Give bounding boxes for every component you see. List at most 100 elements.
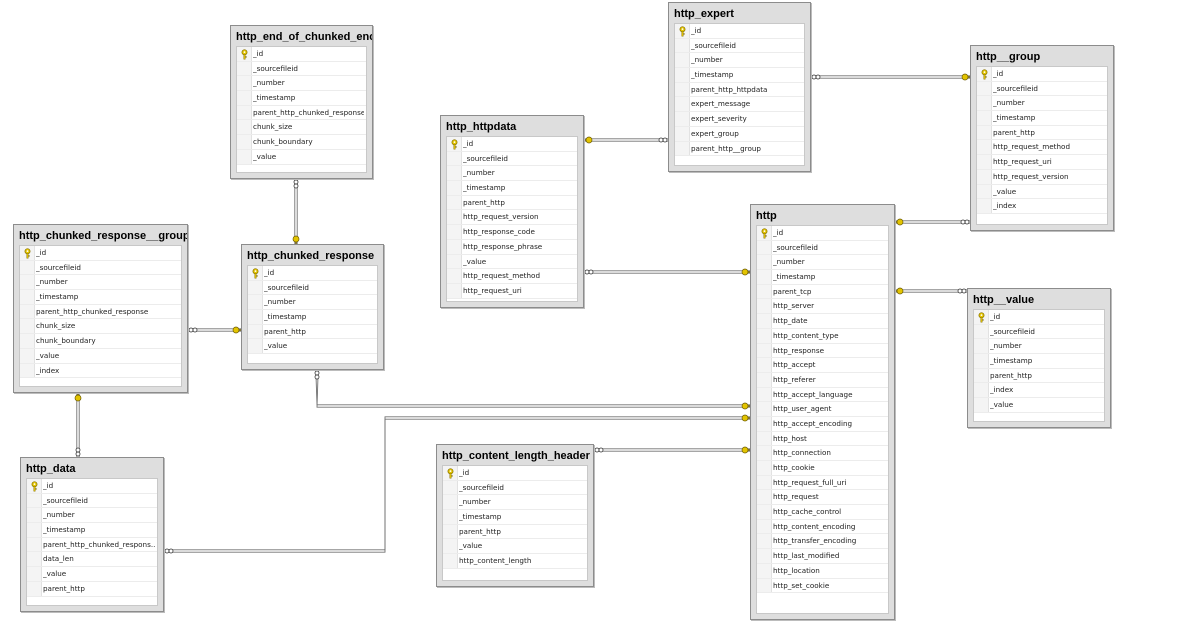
column-row[interactable]: _sourcefileid [443,480,587,496]
column-row[interactable]: _number [20,275,181,291]
column-row[interactable]: _timestamp [974,354,1104,369]
table-title[interactable]: http_httpdata [446,121,517,133]
column-row[interactable]: parent_http_chunked_respons... [27,537,157,553]
column-row[interactable]: chunk_size [237,120,366,136]
column-row[interactable]: parent_http_chunked_response [20,304,181,320]
column-row[interactable]: parent_tcp [757,284,888,300]
relationship-link[interactable] [188,326,241,334]
table-http-end-of-chunked-encoding[interactable]: http_end_of_chunked_enco_id_sourcefileid… [230,25,373,179]
table-http--group[interactable]: http__group _id_sourcefileid_number_times… [970,45,1114,231]
table-title[interactable]: http [756,210,777,222]
column-row[interactable]: _number [977,96,1107,112]
table-title[interactable]: http_end_of_chunked_enco [236,31,372,43]
table-http-chunked-response--group[interactable]: http_chunked_response__group _id_sourcefi… [13,224,188,393]
column-row[interactable]: _id [248,266,377,281]
column-row[interactable]: _number [675,53,804,69]
column-row[interactable]: http_referer [757,372,888,388]
column-row[interactable]: http_set_cookie [757,578,888,594]
column-row[interactable]: _id [977,67,1107,82]
column-row[interactable]: parent_http__group [675,141,804,157]
relationship-link[interactable] [594,446,750,454]
column-row[interactable]: _timestamp [757,270,888,285]
table-http-data[interactable]: http_data _id_sourcefileid_number_timesta… [20,457,164,612]
column-row[interactable]: http_transfer_encoding [757,534,888,550]
column-row[interactable]: _timestamp [248,310,377,325]
column-row[interactable]: _id [443,466,587,481]
column-row[interactable]: _sourcefileid [20,260,181,276]
column-row[interactable]: parent_http [443,524,587,540]
relationship-link[interactable] [74,393,82,457]
column-row[interactable]: http_request_method [447,269,577,284]
column-row[interactable]: http_cookie [757,461,888,476]
column-row[interactable]: parent_http [974,368,1104,384]
column-row[interactable]: _id [20,246,181,261]
column-row[interactable]: _index [977,199,1107,214]
column-row[interactable]: _value [447,254,577,270]
column-row[interactable]: http_location [757,563,888,579]
column-row[interactable]: http_response [757,343,888,359]
column-row[interactable]: _timestamp [447,181,577,196]
column-row[interactable]: _value [27,567,157,582]
column-row[interactable]: _number [447,166,577,182]
relationship-link[interactable] [314,369,750,410]
column-row[interactable]: _id [757,226,888,241]
column-row[interactable]: _value [237,149,366,165]
column-row[interactable]: _value [977,184,1107,200]
column-row[interactable]: _value [20,348,181,364]
column-row[interactable]: http_content_encoding [757,519,888,535]
table-http-expert[interactable]: http_expert_id_sourcefileid_number_times… [668,2,811,172]
relationship-link[interactable] [584,268,750,276]
column-row[interactable]: _timestamp [27,523,157,538]
column-row[interactable]: _id [27,479,157,494]
column-row[interactable]: _sourcefileid [237,61,366,77]
column-row[interactable]: http_request_uri [447,283,577,299]
column-row[interactable]: http_cache_control [757,505,888,520]
column-row[interactable]: http_accept_language [757,387,888,403]
column-row[interactable]: http_host [757,431,888,447]
column-row[interactable]: parent_http [447,195,577,211]
column-row[interactable]: _id [974,310,1104,325]
column-row[interactable]: _number [757,255,888,271]
column-row[interactable]: _number [248,295,377,311]
table-title[interactable]: http_chunked_response__group [19,230,187,242]
relationship-link[interactable] [292,179,300,244]
column-row[interactable]: parent_http [27,581,157,597]
column-row[interactable]: http_request_method [977,140,1107,156]
relationship-link[interactable] [584,136,668,144]
column-row[interactable]: data_len [27,552,157,568]
relationship-link[interactable] [895,218,970,226]
column-row[interactable]: _sourcefileid [27,493,157,509]
column-row[interactable]: http_request [757,490,888,506]
column-row[interactable]: _sourcefileid [757,240,888,256]
relationship-link[interactable] [811,73,970,81]
column-row[interactable]: _sourcefileid [675,38,804,54]
column-row[interactable]: _number [27,508,157,524]
column-row[interactable]: http_user_agent [757,402,888,417]
column-row[interactable]: _number [237,76,366,92]
column-row[interactable]: http_last_modified [757,549,888,564]
column-row[interactable]: http_content_type [757,328,888,344]
column-row[interactable]: _number [443,495,587,511]
column-row[interactable]: http_response_phrase [447,239,577,255]
column-row[interactable]: _timestamp [675,68,804,83]
column-row[interactable]: http_content_length [443,554,587,569]
column-row[interactable]: http_request_full_uri [757,475,888,491]
column-row[interactable]: http_response_code [447,225,577,240]
column-row[interactable]: _timestamp [20,290,181,305]
column-row[interactable]: _id [447,137,577,152]
column-row[interactable]: _sourcefileid [977,81,1107,97]
table-http-chunked-response[interactable]: http_chunked_response_id_sourcefileid_nu… [241,244,384,370]
column-row[interactable]: expert_message [675,97,804,113]
table-http-content-length-header[interactable]: http_content_length_header_id_sourcefile… [436,444,594,587]
table-title[interactable]: http__group [976,51,1041,63]
column-row[interactable]: chunk_size [20,319,181,335]
column-row[interactable]: parent_http_httpdata [675,82,804,98]
column-row[interactable]: chunk_boundary [20,334,181,349]
column-row[interactable]: http_request_uri [977,155,1107,170]
column-row[interactable]: _value [974,398,1104,413]
table-title[interactable]: http_data [26,463,76,475]
table-http--value[interactable]: http__value_id_sourcefileid_number_times… [967,288,1111,428]
column-row[interactable]: _timestamp [977,111,1107,126]
column-row[interactable]: _id [675,24,804,39]
